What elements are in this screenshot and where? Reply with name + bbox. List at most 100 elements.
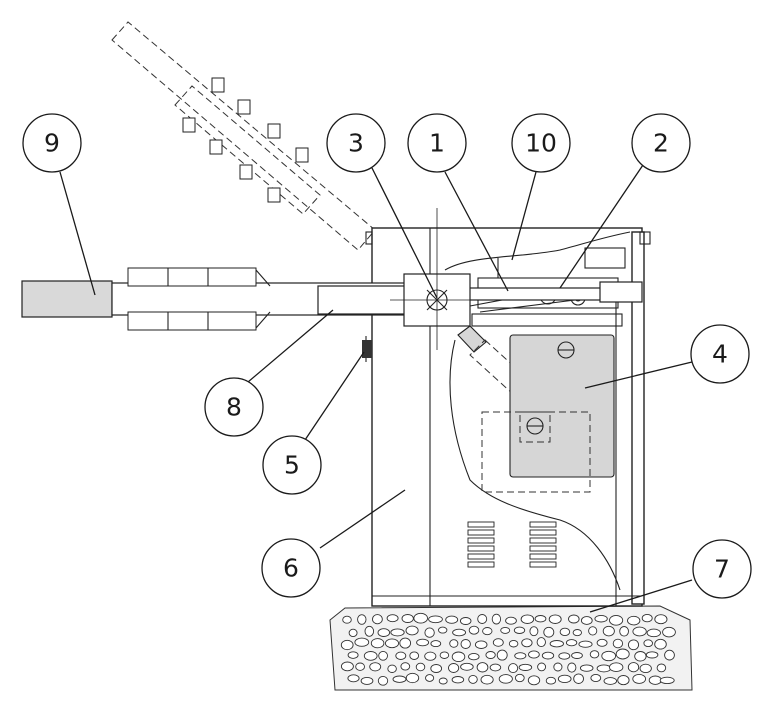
rock xyxy=(588,626,598,636)
rock xyxy=(578,640,593,648)
rock xyxy=(639,663,652,674)
rock xyxy=(390,628,405,637)
rock xyxy=(514,652,527,660)
callout-2: 2 xyxy=(631,113,691,173)
rock xyxy=(378,650,388,661)
rock xyxy=(354,637,370,647)
rock xyxy=(363,651,378,661)
rock xyxy=(548,614,562,624)
control-box xyxy=(481,334,615,493)
rock xyxy=(347,674,360,683)
rock xyxy=(401,614,414,623)
rock xyxy=(545,676,557,685)
rock xyxy=(643,639,653,648)
rock xyxy=(601,650,617,662)
callout-9: 9 xyxy=(22,113,82,173)
rock xyxy=(386,614,399,623)
rock xyxy=(477,614,488,624)
callout-7: 7 xyxy=(692,539,752,599)
rock xyxy=(627,615,641,626)
rock xyxy=(541,651,555,660)
rock xyxy=(377,675,389,686)
rock xyxy=(428,615,443,624)
rock xyxy=(596,664,612,673)
rock xyxy=(496,649,508,661)
rock xyxy=(565,639,578,647)
rock xyxy=(348,628,358,638)
rock xyxy=(558,652,571,660)
callout-1-label: 1 xyxy=(429,129,445,158)
rock xyxy=(632,626,647,637)
rock xyxy=(508,639,519,648)
rock xyxy=(528,650,540,659)
rock xyxy=(425,674,435,682)
rock xyxy=(452,628,467,637)
rock xyxy=(399,637,412,649)
callout-9-label: 9 xyxy=(44,129,60,158)
rock xyxy=(543,626,555,638)
vent-slot xyxy=(467,561,495,568)
callout-7-label: 7 xyxy=(714,555,730,584)
vent-slot xyxy=(529,521,557,528)
rock xyxy=(634,651,647,662)
callout-6-label: 6 xyxy=(283,554,299,583)
rock xyxy=(448,663,460,673)
vent-slot xyxy=(467,529,495,536)
rock xyxy=(500,626,511,634)
rock xyxy=(505,616,517,625)
rock xyxy=(567,662,577,673)
rock xyxy=(405,625,419,636)
rock xyxy=(662,626,676,638)
rock xyxy=(609,614,624,626)
rock xyxy=(619,626,629,637)
callout-4: 4 xyxy=(690,324,750,384)
rock xyxy=(571,652,583,659)
callout-8-label: 8 xyxy=(226,393,242,422)
rock xyxy=(615,648,630,660)
rock xyxy=(627,662,640,673)
rock xyxy=(609,662,624,673)
rock xyxy=(489,663,502,672)
rock xyxy=(384,638,400,649)
callout-10-label: 10 xyxy=(525,129,557,158)
rock xyxy=(612,638,624,649)
vent-slot xyxy=(529,537,557,544)
rock xyxy=(468,652,480,661)
rock xyxy=(632,673,647,684)
rock xyxy=(641,613,653,623)
rock xyxy=(654,614,668,625)
rock xyxy=(424,651,437,661)
rock xyxy=(387,664,397,673)
rock xyxy=(340,661,354,672)
rock xyxy=(451,676,465,684)
rock xyxy=(468,625,480,635)
rock xyxy=(370,638,385,649)
rock xyxy=(527,675,541,686)
rock xyxy=(460,662,474,671)
rock xyxy=(340,639,354,651)
rock xyxy=(514,673,525,683)
callout-5-label: 5 xyxy=(284,451,300,480)
rock xyxy=(451,651,466,663)
rock xyxy=(357,614,367,625)
callout-2-label: 2 xyxy=(653,129,669,158)
rock xyxy=(580,616,593,625)
rock xyxy=(602,625,615,637)
rock xyxy=(482,627,493,636)
rock xyxy=(480,674,494,685)
callout-5: 5 xyxy=(262,435,322,495)
rock xyxy=(518,663,533,671)
rock xyxy=(654,638,667,650)
callout-10: 10 xyxy=(511,113,571,173)
callout-8: 8 xyxy=(204,377,264,437)
rock xyxy=(400,662,411,671)
rock xyxy=(590,673,602,683)
rock xyxy=(557,674,572,684)
rock xyxy=(536,637,546,648)
rock xyxy=(415,662,426,672)
vent-slot xyxy=(529,545,557,552)
vent-slot xyxy=(467,537,495,544)
rock xyxy=(645,651,659,659)
lowered-boom xyxy=(21,208,643,350)
